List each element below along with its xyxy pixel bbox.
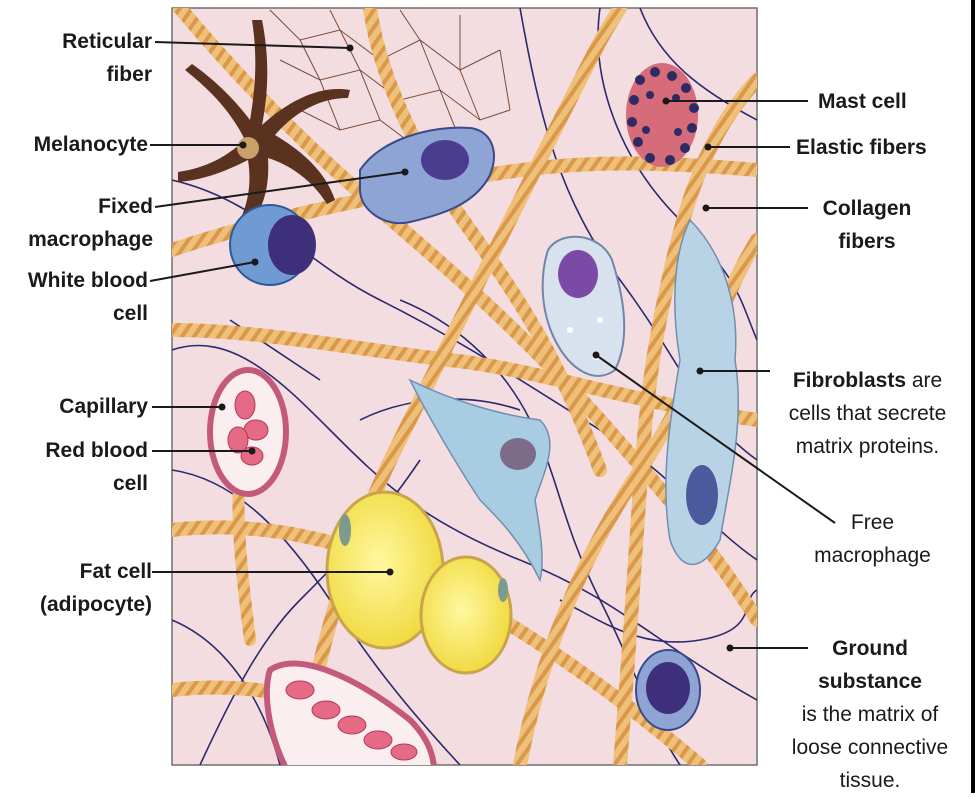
label-elastic-fibers: Elastic fibers [796, 131, 927, 164]
label-free-macrophage-line2: macrophage [795, 539, 950, 572]
label-ground-substance-line4: loose connective [770, 731, 970, 764]
label-white-blood-cell-line2: cell [10, 297, 148, 330]
label-collagen-fibers-line2: fibers [812, 225, 922, 258]
label-fixed-macrophage-line1: Fixed [10, 190, 153, 223]
label-ground-substance-line1: Ground [770, 632, 970, 665]
label-white-blood-cell: White blood cell [10, 264, 148, 330]
label-fat-cell-line2: (adipocyte) [10, 588, 152, 621]
right-border [971, 0, 975, 793]
label-free-macrophage: Free macrophage [795, 506, 950, 572]
label-ground-substance: Ground substance is the matrix of loose … [770, 632, 970, 797]
label-fibroblasts-line2: cells that secrete [770, 397, 965, 430]
label-fibroblasts-bold: Fibroblasts [793, 369, 906, 392]
label-fibroblasts-rest: are [906, 369, 942, 392]
white-blood-cell-2 [636, 650, 700, 730]
label-red-blood-cell: Red blood cell [10, 434, 148, 500]
capillary-left [210, 370, 286, 494]
label-melanocyte: Melanocyte [10, 128, 148, 161]
label-fixed-macrophage-line2: macrophage [10, 223, 153, 256]
label-fibroblasts: Fibroblasts are cells that secrete matri… [770, 364, 965, 463]
label-ground-substance-line3: is the matrix of [770, 698, 970, 731]
label-collagen-fibers-line1: Collagen [812, 192, 922, 225]
label-fixed-macrophage: Fixed macrophage [10, 190, 153, 256]
label-capillary: Capillary [10, 390, 148, 423]
label-free-macrophage-line1: Free [795, 506, 950, 539]
label-ground-substance-line5: tissue. [770, 764, 970, 797]
label-reticular-fiber-line2: fiber [20, 58, 152, 91]
label-ground-substance-line2: substance [770, 665, 970, 698]
label-fat-cell-line1: Fat cell [10, 555, 152, 588]
label-reticular-fiber: Reticular fiber [20, 25, 152, 91]
label-fibroblasts-line1: Fibroblasts are [770, 364, 965, 397]
label-fat-cell: Fat cell (adipocyte) [10, 555, 152, 621]
label-collagen-fibers: Collagen fibers [812, 192, 922, 258]
label-mast-cell: Mast cell [818, 85, 907, 118]
label-white-blood-cell-line1: White blood [10, 264, 148, 297]
label-red-blood-cell-line2: cell [10, 467, 148, 500]
label-reticular-fiber-line1: Reticular [20, 25, 152, 58]
label-fibroblasts-line3: matrix proteins. [770, 430, 965, 463]
label-red-blood-cell-line1: Red blood [10, 434, 148, 467]
